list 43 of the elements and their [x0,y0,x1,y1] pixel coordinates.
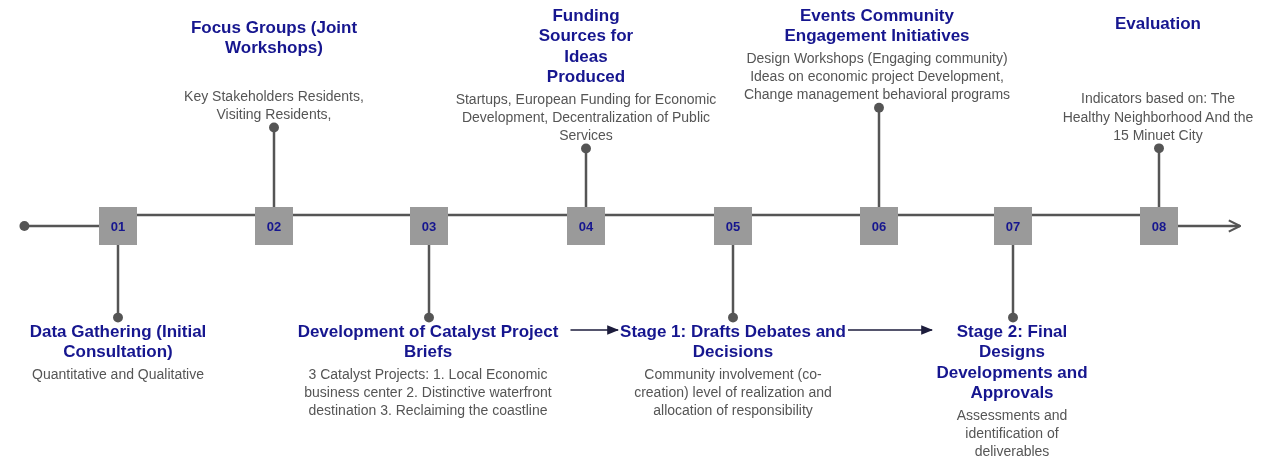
dot-ended-line [19,221,99,231]
stage-heading: Data Gathering (Initial Consultation) [28,322,208,363]
arrow [569,325,620,335]
timeline-line [448,213,567,217]
arrow [847,325,934,335]
stage-description: Community involvement (co-creation) level of realization and allocation of responsibility [633,364,833,420]
stage-heading: Stage 2: Final Designs Developments and Approvals [935,322,1089,404]
stage-description: Design Workshops (Engaging community) Ideas on economic project Development, Change management behavioral programs [742,48,1012,104]
step-number-box: 03 [410,207,448,245]
dot-ended-line [874,102,884,207]
dot-ended-line [728,245,738,323]
stage-description: Quantitative and Qualitative [31,364,205,383]
dot-ended-line [424,245,434,323]
dot-ended-line [113,245,123,323]
arrow [1178,219,1242,233]
stage-description: 3 Catalyst Projects: 1. Local Economic business center 2. Distinctive waterfront destination 3. Reclaiming the coastline [303,364,553,420]
timeline-line [898,213,994,217]
step-number-box: 08 [1140,207,1178,245]
timeline-line [605,213,714,217]
stage-heading: Development of Catalyst Project Briefs [296,322,560,363]
dot-ended-line [581,143,591,207]
stage-description: Indicators based on: The Healthy Neighborhood And the 15 Minuet City [1061,89,1255,144]
dot-ended-line [1154,143,1164,207]
stage-heading: Stage 1: Drafts Debates and Decisions [619,322,847,363]
step-number-box: 02 [255,207,293,245]
step-number-box: 05 [714,207,752,245]
stage-heading: Focus Groups (Joint Workshops) [189,18,359,59]
stage-description: Assessments and identification of deliverables [955,405,1069,461]
stage-description: Key Stakeholders Residents, Visiting Residents, [183,86,365,124]
stage-heading: Events Community Engagement Initiatives [783,6,971,47]
step-number-box: 07 [994,207,1032,245]
step-number-box: 06 [860,207,898,245]
stage-description: Startups, European Funding for Economic Development, Decentralization of Public Services [454,89,718,145]
timeline-line [137,213,255,217]
step-number-box: 01 [99,207,137,245]
timeline-line [1032,213,1140,217]
stage-heading: Evaluation [1114,14,1202,35]
timeline-line [293,213,410,217]
stage-heading: Funding Sources for Ideas Produced [537,6,635,88]
dot-ended-line [269,122,279,207]
dot-ended-line [1008,245,1018,323]
timeline-line [752,213,860,217]
step-number-box: 04 [567,207,605,245]
